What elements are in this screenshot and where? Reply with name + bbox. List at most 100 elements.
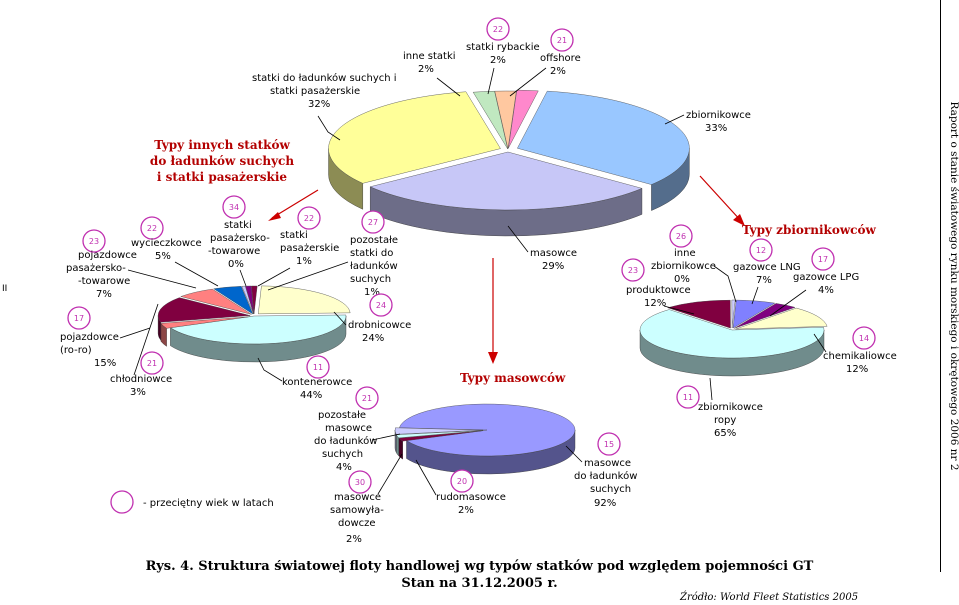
- label-passenger-cargo-value: 0%: [228, 259, 244, 270]
- other-title-line2: do ładunków suchych: [150, 154, 294, 168]
- leader-lpg: [769, 289, 807, 317]
- label-containers-value: 44%: [300, 390, 322, 401]
- label-other-bulk-line3: do ładunków: [314, 435, 377, 447]
- leader-passenger: [317, 115, 341, 141]
- label-passenger-ships-line1: statki: [280, 230, 308, 241]
- leader-ropax: [127, 269, 197, 289]
- leader-cruise: [174, 261, 219, 287]
- label-chemical: chemikaliowce: [823, 351, 897, 362]
- leader-self-unload: [377, 453, 403, 495]
- legend-age-note: - przeciętny wiek w latach: [143, 498, 274, 509]
- other-title-line1: Typy innych statków: [154, 138, 290, 152]
- label-other-bulk-line2: masowce: [325, 423, 372, 434]
- pie-slice: [394, 427, 484, 435]
- label-ropax-line2: pasażersko-: [66, 263, 126, 274]
- label-passenger-ships-value: 1%: [296, 256, 312, 267]
- legend-age-circle: [110, 490, 134, 514]
- pie-slice: [245, 285, 254, 315]
- other-title-line3: i statki pasażerskie: [157, 170, 288, 184]
- label-bulk-value: 29%: [542, 261, 564, 272]
- age-circle-general-cargo: [369, 293, 393, 317]
- age-reefer: 21: [147, 359, 157, 368]
- pie-slice: [169, 314, 347, 345]
- label-other-tankers-line1: inne: [674, 248, 696, 259]
- age-crude: 11: [683, 393, 693, 402]
- arrow-head-bulk: [488, 352, 498, 364]
- pie-slice: [157, 297, 251, 323]
- label-other-bulk-value: 4%: [336, 462, 352, 473]
- pie-slice: [258, 285, 351, 315]
- age-cruise: 22: [147, 224, 157, 233]
- label-ore-oil: rudomasowce: [436, 492, 506, 503]
- age-ropax: 23: [89, 237, 99, 246]
- age-circle-passenger: [297, 206, 321, 230]
- age-circle-cruise: [140, 216, 164, 240]
- side-border: [940, 0, 959, 572]
- leader-dry-bulk: [565, 445, 583, 463]
- pie-slice-side: [396, 433, 399, 457]
- bulk-pie: [394, 403, 576, 475]
- leader-other-ships: [436, 77, 461, 97]
- age-other-tankers: 26: [676, 232, 686, 241]
- age-circle-reefer: [140, 351, 164, 375]
- age-containers: 11: [313, 363, 323, 372]
- label-self-unload-line2: samowyła-: [330, 505, 384, 516]
- age-ore-oil: 20: [457, 477, 467, 486]
- other-pie-labels: 23 pojazdowce pasażersko- -towarowe 7% 2…: [60, 195, 411, 401]
- label-passenger-value: 32%: [308, 99, 330, 110]
- label-lpg: gazowce LPG: [793, 272, 859, 283]
- age-circle-products: [621, 258, 645, 282]
- bulk-pie-labels: 21 pozostałe masowce do ładunków suchych…: [314, 386, 637, 545]
- label-other-dry-line1: pozostałe: [350, 235, 398, 246]
- figure-caption-line1: Rys. 4. Struktura światowej floty handlo…: [145, 559, 814, 574]
- bulk-title: Typy masowców: [460, 371, 566, 385]
- age-circle-dry-bulk: [597, 432, 621, 456]
- age-offshore: 21: [557, 36, 567, 45]
- age-dry-bulk: 15: [604, 440, 614, 449]
- pie-slice: [472, 90, 508, 150]
- pie-slice: [251, 285, 258, 315]
- label-self-unload-value: 2%: [346, 534, 362, 545]
- age-products: 23: [628, 266, 638, 275]
- label-passenger-cargo-line1: statki: [224, 220, 252, 231]
- leader-containers: [257, 357, 283, 382]
- label-passenger-cargo-line2: pasażersko-: [210, 233, 270, 244]
- age-other-bulk: 21: [362, 394, 372, 403]
- main-pie-labels: statki do ładunków suchych i statki pasa…: [252, 17, 751, 272]
- pie-slice: [517, 90, 690, 185]
- label-other-ships: inne statki: [403, 51, 456, 62]
- leader-offshore: [509, 67, 547, 97]
- label-reefer: chłodniowce: [110, 374, 172, 385]
- age-circle-other-bulk: [355, 386, 379, 410]
- label-self-unload-line1: masowce: [334, 492, 381, 503]
- label-ropax-value: 7%: [96, 289, 112, 300]
- leader-tankers: [664, 114, 685, 125]
- label-lpg-value: 4%: [818, 285, 834, 296]
- label-other-dry-line2: statki do: [350, 248, 393, 259]
- age-circle-fishing: [486, 17, 510, 41]
- label-other-bulk-line1: pozostałe: [318, 410, 366, 421]
- age-circle-crude: [676, 385, 700, 409]
- pie-slice: [508, 89, 539, 149]
- label-products-value: 12%: [644, 298, 666, 309]
- leader-reefer: [133, 303, 159, 376]
- label-ropax-line3: -towarowe: [78, 276, 130, 287]
- label-reefer-value: 3%: [130, 387, 146, 398]
- leader-ro-ro: [119, 327, 151, 339]
- age-circle-passenger-cargo: [222, 195, 246, 219]
- leader-passenger-ships: [257, 267, 291, 287]
- age-fishing: 22: [493, 25, 503, 34]
- figure-source: Źródło: World Fleet Statistics 2005: [680, 592, 859, 603]
- label-dry-bulk-value: 92%: [594, 498, 616, 509]
- label-crude-line2: ropy: [714, 415, 736, 426]
- pie-slice: [732, 299, 776, 329]
- label-crude-line1: zbiornikowce: [698, 402, 763, 413]
- label-bulk: masowce: [530, 248, 577, 259]
- label-dry-bulk-line3: suchych: [590, 484, 631, 495]
- label-other-dry-value: 1%: [364, 287, 380, 298]
- label-passenger-line1: statki do ładunków suchych i: [252, 72, 397, 84]
- arrow-to-other: [271, 189, 319, 219]
- label-containers: kontenerowce: [282, 377, 352, 388]
- tankers-pie-labels: 26 inne zbiornikowce 0% 23 produktowce 1…: [621, 224, 897, 439]
